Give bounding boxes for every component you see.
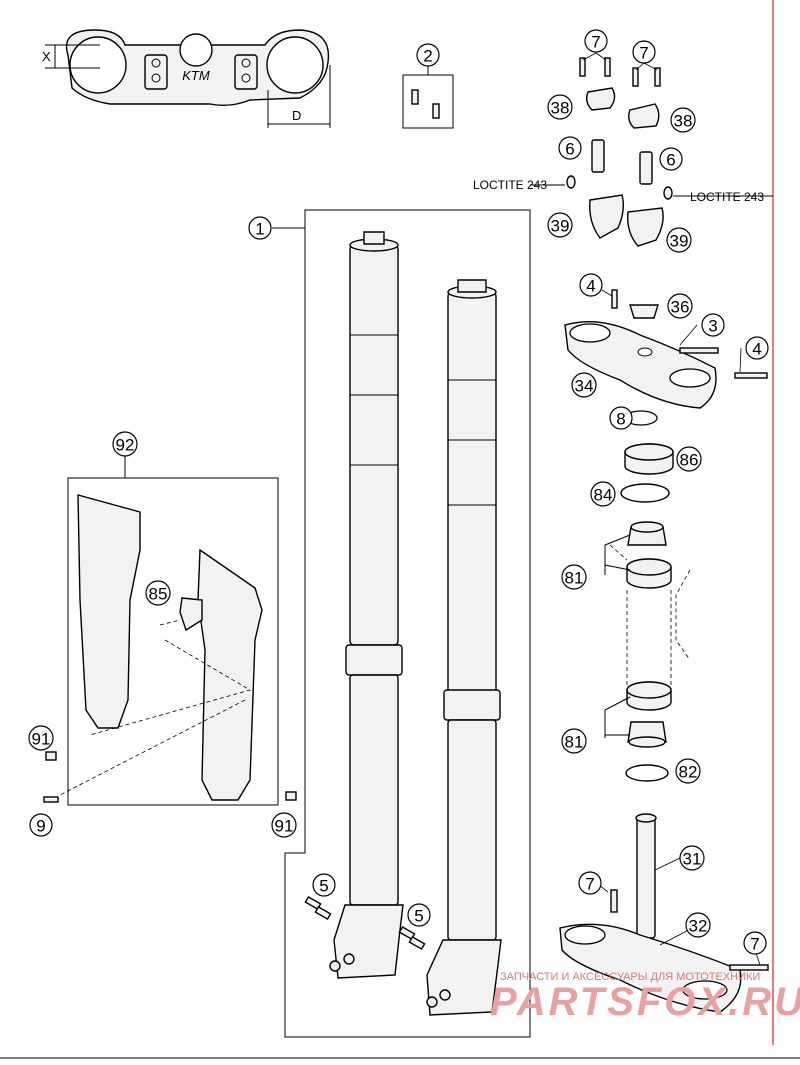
loctite-note-right: LOCTITE 243 (690, 190, 764, 204)
svg-text:6: 6 (666, 151, 675, 170)
svg-text:7: 7 (639, 44, 648, 63)
svg-text:31: 31 (683, 850, 702, 869)
callout-3: 3 (701, 313, 725, 337)
svg-text:2: 2 (423, 47, 432, 66)
callout-82: 82 (675, 758, 701, 784)
callout-4-top: 4 (579, 273, 603, 297)
callout-31: 31 (679, 845, 705, 871)
svg-text:7: 7 (591, 33, 600, 52)
lower-triple-clamp (559, 813, 769, 1013)
callout-2: 2 (416, 43, 440, 67)
svg-text:81: 81 (565, 569, 584, 588)
callout-1: 1 (248, 216, 272, 240)
callout-92: 92 (112, 431, 138, 457)
callout-38-right: 38 (670, 107, 696, 133)
callout-81-bottom: 81 (561, 728, 587, 754)
callout-38-left: 38 (547, 94, 573, 120)
svg-text:8: 8 (616, 410, 625, 429)
watermark-tagline: ЗАПЧАСТИ И АКСЕССУАРЫ ДЛЯ МОТОТЕХНИКИ (500, 971, 760, 983)
callout-39-left: 39 (547, 212, 573, 238)
callout-86: 86 (676, 446, 702, 472)
callout-84: 84 (590, 481, 616, 507)
callout-91-right: 91 (271, 812, 297, 838)
handlebar-clamp-group (530, 57, 773, 247)
svg-text:85: 85 (149, 585, 168, 604)
callout-81-top: 81 (561, 564, 587, 590)
svg-text:91: 91 (275, 817, 294, 836)
svg-text:38: 38 (674, 112, 693, 131)
svg-text:34: 34 (575, 377, 594, 396)
dimension-d-label: D (292, 108, 301, 123)
callout-91-left: 91 (28, 725, 54, 751)
callout-36: 36 (667, 293, 693, 319)
callout-8: 8 (609, 406, 633, 430)
svg-text:6: 6 (565, 140, 574, 159)
upper-triple-clamp (564, 289, 768, 409)
svg-text:39: 39 (551, 217, 570, 236)
fork-assembly (272, 209, 531, 1038)
svg-text:92: 92 (116, 436, 135, 455)
dimension-x-label: X (42, 49, 51, 64)
svg-text:9: 9 (36, 817, 45, 836)
callout-7-top-right: 7 (632, 40, 656, 64)
svg-text:38: 38 (551, 99, 570, 118)
svg-text:7: 7 (750, 935, 759, 954)
svg-text:4: 4 (752, 340, 761, 359)
callout-7-top-left: 7 (584, 29, 608, 53)
callout-32: 32 (685, 912, 711, 938)
callout-7-bottom-right: 7 (743, 931, 767, 955)
svg-text:5: 5 (414, 907, 423, 926)
callout-6-left: 6 (558, 136, 582, 160)
svg-text:81: 81 (565, 733, 584, 752)
fork-guard-group (43, 456, 297, 806)
callout-6-right: 6 (659, 147, 683, 171)
callout-4-right: 4 (745, 336, 769, 360)
svg-text:3: 3 (708, 317, 717, 336)
callout-5-left: 5 (312, 873, 336, 897)
loctite-note-left: LOCTITE 243 (473, 178, 547, 192)
clamp-logo: KTM (182, 68, 210, 83)
callout-7-lower: 7 (578, 871, 602, 895)
svg-text:5: 5 (319, 877, 328, 896)
callout-9: 9 (29, 813, 53, 837)
svg-text:7: 7 (585, 875, 594, 894)
callout-39-right: 39 (666, 227, 692, 253)
svg-text:84: 84 (594, 486, 613, 505)
part-2-group (402, 66, 454, 129)
svg-text:32: 32 (689, 917, 708, 936)
callout-85: 85 (145, 580, 171, 606)
svg-text:86: 86 (680, 451, 699, 470)
svg-text:4: 4 (586, 277, 595, 296)
watermark-logo: PARTSFOX.RU (490, 980, 800, 1024)
steering-bearing-stack (604, 410, 691, 782)
svg-text:82: 82 (679, 763, 698, 782)
callout-34: 34 (571, 372, 597, 398)
svg-text:36: 36 (671, 298, 690, 317)
triple-clamp-dimension-view: KTM X D (42, 29, 331, 128)
svg-text:91: 91 (32, 730, 51, 749)
svg-text:39: 39 (670, 232, 689, 251)
callout-5-right: 5 (407, 903, 431, 927)
svg-text:1: 1 (255, 220, 264, 239)
